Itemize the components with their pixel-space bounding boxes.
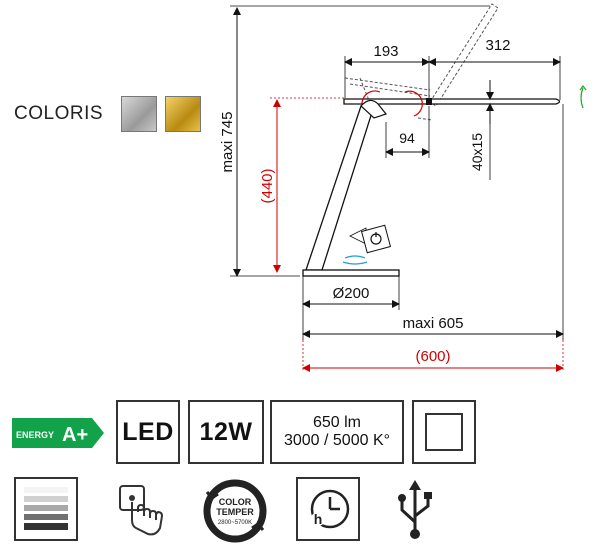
power-text: 12W [199, 417, 253, 446]
energy-label: ENERGY A+ [12, 418, 104, 448]
joint-offset-dimension: 94 [385, 106, 430, 158]
arm-dimensions: 193 312 [344, 37, 561, 100]
energy-class: A+ [62, 424, 88, 446]
power-box: 12W [188, 400, 264, 464]
height-max-label: maxi 745 [219, 112, 236, 173]
height-ref-label: (440) [259, 168, 276, 203]
dimmer-icon [14, 477, 78, 541]
color-temper-icon: COLOR TEMPER 2800~5700K [202, 478, 268, 544]
color-temper-range: 2800~5700K [218, 520, 252, 526]
gold-swatch [165, 96, 201, 132]
coloris-label: COLORIS [14, 103, 104, 124]
energy-text: ENERGY [16, 430, 54, 440]
timer-icon: h [296, 477, 360, 541]
led-text: LED [122, 417, 174, 446]
width-max-label: maxi 605 [403, 315, 464, 332]
arm-top-label: 193 [373, 43, 398, 60]
width-ref-dimension: (600) [302, 340, 564, 372]
head-section-label: 40x15 [469, 133, 485, 171]
height-max-dimension: maxi 745 [219, 5, 490, 277]
svg-text:h: h [314, 511, 323, 527]
square-box [412, 400, 476, 464]
touch-icon [112, 480, 176, 544]
silver-swatch [121, 96, 157, 132]
height-ref-dimension: (440) [259, 97, 345, 273]
switch-callout [349, 224, 392, 254]
technical-drawing: maxi 745 (440) 193 312 [219, 3, 587, 372]
joint-offset-label: 94 [399, 130, 415, 146]
base-diameter-dimension: Ø200 [302, 276, 400, 310]
led-box: LED [116, 400, 180, 464]
arm-right-label: 312 [485, 37, 510, 54]
head-section-dimension: 40x15 [469, 80, 494, 180]
color-temper-top: COLOR [219, 497, 252, 507]
width-ref-label: (600) [415, 348, 450, 365]
lamp-head [343, 98, 561, 105]
base-diameter-label: Ø200 [333, 285, 370, 302]
square-icon [425, 413, 463, 451]
light-spec-box: 650 lm 3000 / 5000 K° [270, 400, 404, 464]
temperature-text: 3000 / 5000 K° [283, 432, 391, 449]
width-max-dimension: maxi 605 [302, 104, 564, 340]
usb-icon [390, 476, 440, 544]
lamp-base [302, 255, 400, 277]
lumen-text: 650 lm [312, 414, 362, 431]
color-temper-mid: TEMPER [216, 507, 254, 517]
